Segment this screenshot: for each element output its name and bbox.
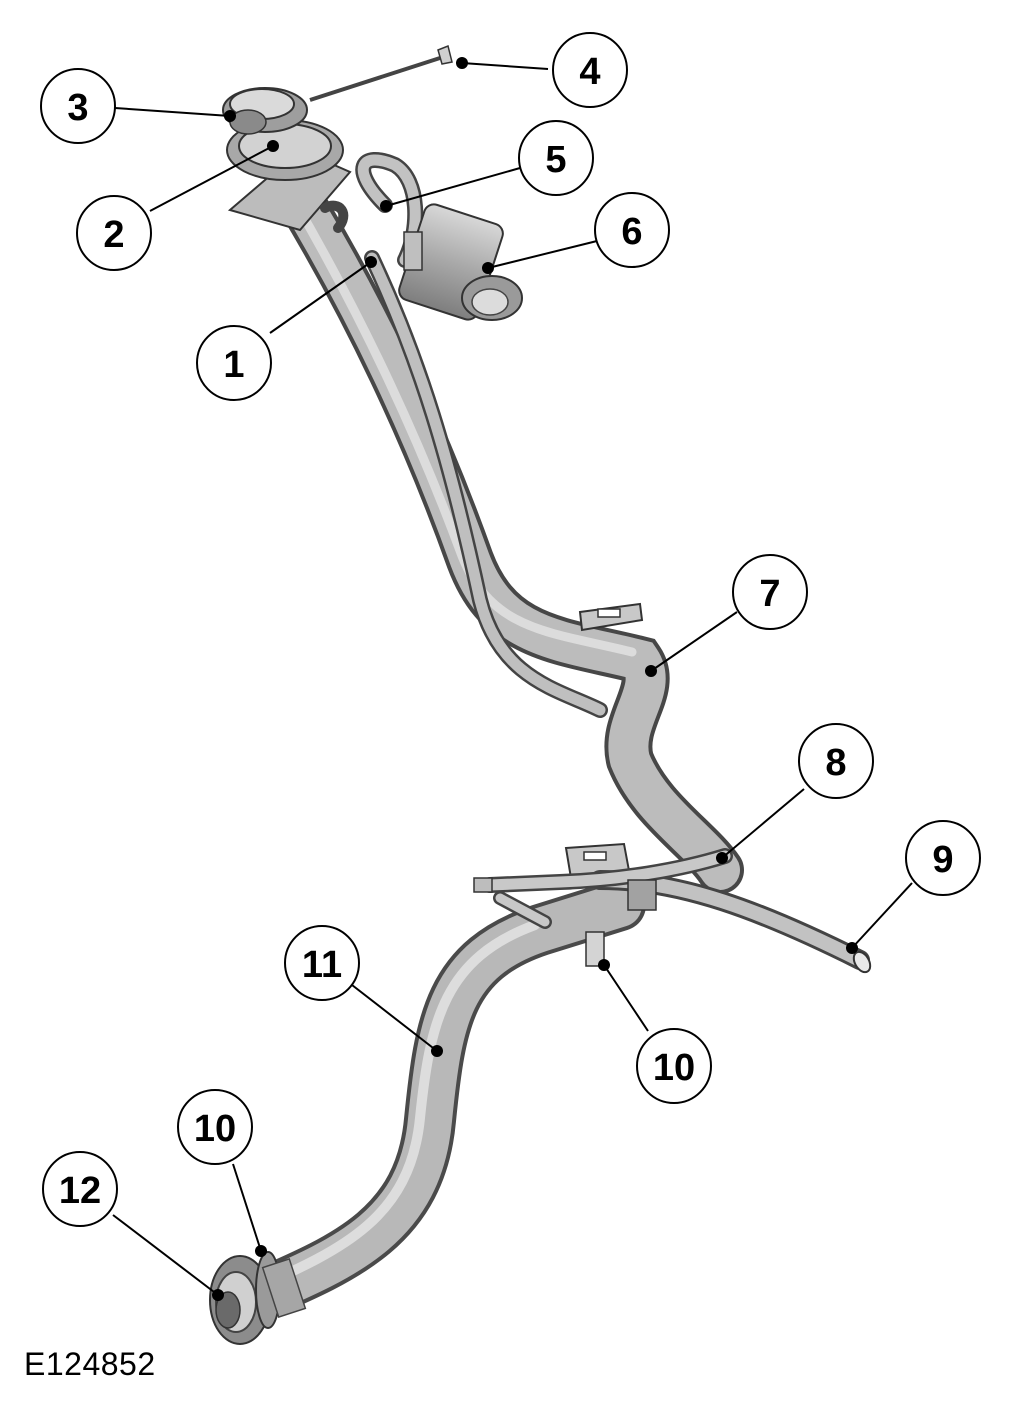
callout-1-label: 1 [223,344,244,386]
filler-head [222,87,352,233]
callout-11-label: 11 [302,944,342,986]
recirculation-line [473,848,733,929]
leader-endpoints [212,57,858,1301]
callout-12-label: 12 [59,1170,101,1212]
callout-4-label: 4 [579,51,600,93]
tank-end-fitting [209,1251,307,1345]
callout-2: 2 [76,195,152,271]
lower-filler-pipe [222,879,646,1326]
upper-filler-pipe [276,176,744,894]
vent-tube [355,152,608,718]
callout-7-label: 7 [759,573,780,615]
callout-8-label: 8 [825,742,846,784]
upper-mounting-bracket [578,602,644,632]
callout-10-lower-label: 10 [194,1108,236,1150]
callout-3: 3 [40,68,116,144]
callout-12: 12 [42,1151,118,1227]
callout-9-label: 9 [932,839,953,881]
leader-lines [112,62,913,1296]
pipe-assembly [209,44,872,1345]
callout-11: 11 [284,925,360,1001]
cap-tether [309,44,453,102]
hose-clip-upper [585,931,605,967]
callout-10-lower: 10 [177,1089,253,1165]
callout-10-upper: 10 [636,1028,712,1104]
callout-2-label: 2 [103,214,124,256]
callout-10-upper-label: 10 [653,1047,695,1089]
vent-valve-canister [398,203,523,321]
callout-9: 9 [905,820,981,896]
callout-1: 1 [196,325,272,401]
callout-4: 4 [552,32,628,108]
figure-id: E124852 [24,1346,156,1382]
callout-7: 7 [732,554,808,630]
callout-6: 6 [594,192,670,268]
callout-5-label: 5 [545,139,566,181]
callout-5: 5 [518,120,594,196]
callout-6-label: 6 [621,211,642,253]
callout-8: 8 [798,723,874,799]
callout-3-label: 3 [67,87,88,129]
